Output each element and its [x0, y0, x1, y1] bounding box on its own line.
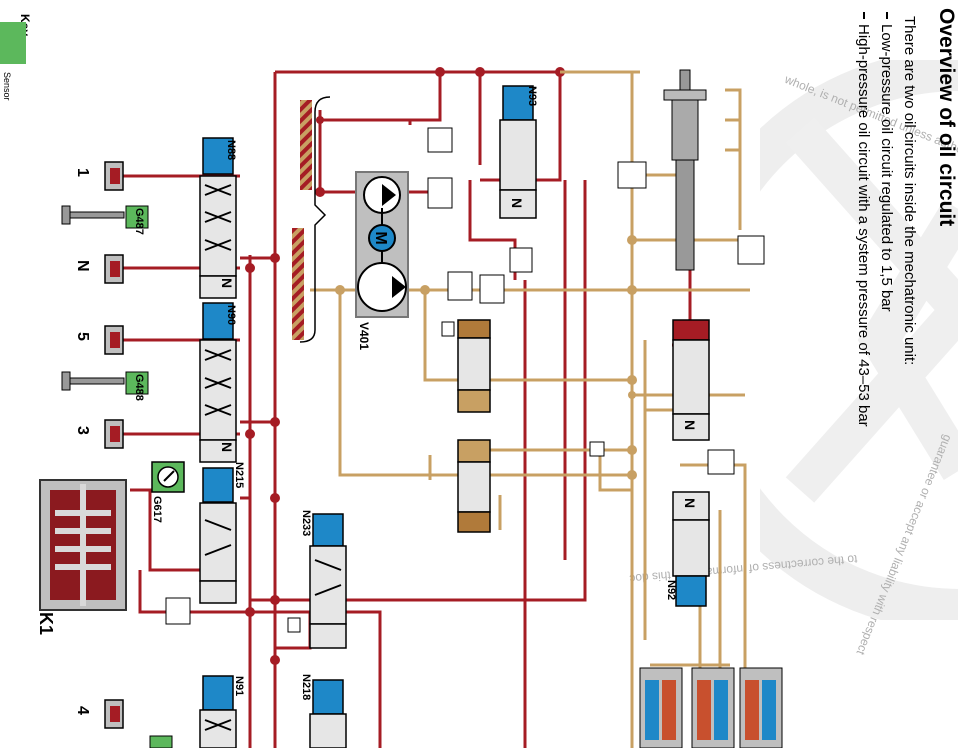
solenoid-valve-n93: [499, 85, 537, 219]
pump-motor-label: M: [372, 231, 389, 244]
valve-block: [639, 667, 683, 748]
spring-symbol: N: [682, 498, 698, 508]
solenoid-valve-n90: [199, 302, 237, 463]
label-n88: N88: [225, 140, 237, 160]
gear-label-n: N: [74, 260, 91, 272]
solenoid-valve-n92: [672, 491, 710, 607]
valve-block: [739, 667, 783, 748]
solenoid-valve-n218: [309, 679, 347, 748]
label-g488: G488: [133, 374, 145, 401]
pressure-relief-valve: [663, 69, 707, 271]
solenoid-valve-n215: [199, 467, 237, 604]
gear-label-5: 5: [74, 332, 91, 341]
bullet-dash: [886, 12, 888, 19]
gear-actuator-1-n: [61, 161, 149, 284]
label-v401: V401: [357, 322, 371, 350]
label-n91: N91: [233, 676, 245, 696]
gear-label-1: 1: [74, 168, 91, 177]
spring-symbol: N: [682, 420, 698, 430]
valve-symbols: [165, 127, 765, 633]
spring-symbol: N: [509, 198, 525, 208]
label-g487: G487: [133, 208, 145, 235]
pump-v401: M: [355, 171, 409, 318]
spring-symbol: N: [219, 278, 235, 288]
valve-block: [691, 667, 735, 748]
label-n93: N93: [526, 86, 538, 106]
slide-valve: [457, 319, 491, 413]
label-n218: N218: [300, 674, 312, 700]
accumulator-bar: [292, 228, 304, 340]
bullet-dash: [863, 12, 865, 19]
slide-valve: [457, 439, 491, 533]
pressure-regulating-valve: [672, 319, 710, 441]
pressure-sensor-g617: [151, 461, 185, 493]
watermark-logo: [760, 60, 958, 620]
key-sensor-swatch: [0, 22, 26, 64]
label-n215: N215: [233, 462, 245, 488]
spring-symbol: N: [219, 442, 235, 452]
label-k1: K1: [36, 612, 56, 635]
label-n233: N233: [300, 510, 312, 536]
label-n90: N90: [225, 305, 237, 325]
gear-label-3: 3: [74, 426, 91, 435]
label-g617: G617: [151, 496, 163, 523]
solenoid-valve-n91: [199, 675, 237, 748]
accumulator-bar: [300, 100, 312, 190]
clutch-k1: [39, 479, 127, 611]
bracket: [299, 96, 331, 343]
high-pressure-junctions: [245, 67, 565, 665]
label-n92: N92: [665, 580, 677, 600]
low-pressure-junctions: [335, 235, 637, 480]
solenoid-valve-n88: [199, 137, 237, 299]
gear-actuator-5-3: [61, 325, 149, 449]
solenoid-valve-n233: [309, 513, 347, 649]
gear-actuator-4: [104, 699, 173, 748]
gear-label-4: 4: [74, 706, 91, 715]
